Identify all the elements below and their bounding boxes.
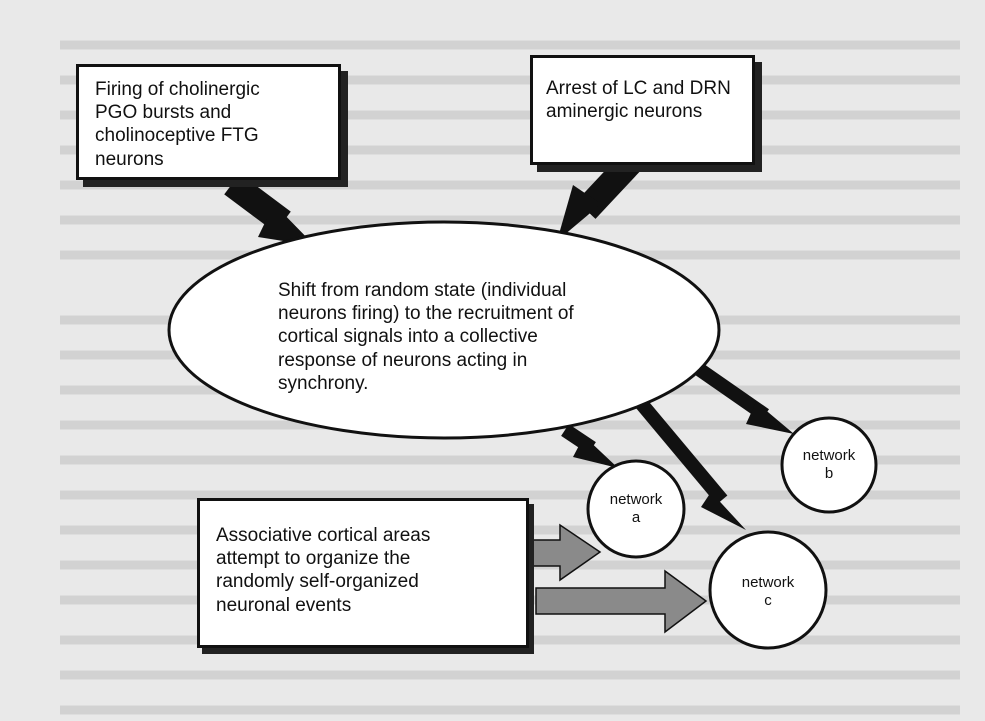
ellipse-line: neurons firing) to the recruitment of bbox=[278, 303, 574, 325]
network-b-letter: b bbox=[824, 465, 834, 482]
aminergic-arrest-box: Arrest of LC and DRN aminergic neurons bbox=[530, 55, 755, 165]
network-b-label: network b bbox=[789, 447, 869, 483]
box-line: Associative cortical areas bbox=[216, 525, 431, 546]
dark-arrow-top-right bbox=[557, 154, 640, 241]
network-b-name: network bbox=[802, 447, 856, 464]
ellipse-line: cortical signals into a collective bbox=[278, 326, 538, 348]
box-line: attempt to organize the bbox=[216, 548, 411, 570]
network-b-circle bbox=[780, 416, 878, 514]
associative-cortex-box: Associative cortical areas attempt to or… bbox=[197, 498, 529, 648]
network-a-letter: a bbox=[631, 509, 641, 526]
cholinergic-firing-box: Firing of cholinergic PGO bursts and cho… bbox=[76, 64, 341, 180]
box-line: neurons bbox=[95, 148, 164, 170]
network-c-label: network c bbox=[728, 574, 808, 610]
dark-arrow-top-left bbox=[224, 173, 315, 246]
ellipse-line: response of neurons acting in bbox=[278, 349, 528, 371]
box-line: neuronal events bbox=[216, 594, 352, 616]
box-line: Arrest of LC and DRN bbox=[546, 78, 731, 99]
box-line: randomly self-organized bbox=[216, 571, 419, 593]
network-a-name: network bbox=[609, 491, 663, 508]
box-line: Firing of cholinergic bbox=[95, 79, 260, 100]
network-c-name: network bbox=[741, 574, 795, 591]
arrow-to-network-a bbox=[561, 424, 618, 468]
network-a-circle bbox=[586, 459, 686, 559]
arrow-to-network-c bbox=[634, 397, 746, 530]
network-c-circle bbox=[708, 530, 828, 650]
box-line: cholinoceptive FTG bbox=[95, 125, 259, 147]
box-line: aminergic neurons bbox=[546, 101, 703, 123]
network-a-label: network a bbox=[596, 491, 676, 527]
gray-arrow-lower bbox=[535, 569, 708, 634]
gray-arrow-upper bbox=[527, 523, 602, 582]
ellipse-line: Shift from random state (individual bbox=[278, 280, 567, 301]
ellipse-line: synchrony. bbox=[278, 372, 369, 394]
ellipse-text: Shift from random state (individual neur… bbox=[278, 279, 638, 395]
central-ellipse bbox=[167, 220, 721, 440]
box-line: PGO bursts and bbox=[95, 102, 232, 124]
network-c-letter: c bbox=[764, 592, 772, 609]
